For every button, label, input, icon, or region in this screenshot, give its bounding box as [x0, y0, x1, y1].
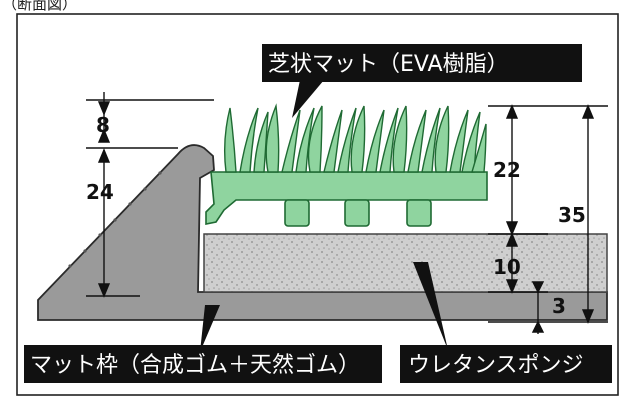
- frame-grip-nubs: [68, 171, 162, 268]
- dim-10: 10: [493, 255, 521, 279]
- dim-24: 24: [86, 180, 114, 204]
- frame-label: マット枠（合成ゴム＋天然ゴム）: [30, 353, 360, 378]
- turf-label-box: [262, 44, 582, 82]
- diagram-border: [16, 13, 619, 396]
- dim-8: 8: [96, 113, 110, 137]
- sponge-label-pointer: [413, 262, 448, 350]
- turf-label: 芝状マット（EVA樹脂）: [268, 52, 509, 77]
- frame-label-box: [24, 345, 382, 383]
- sponge-label: ウレタンスポンジ: [408, 353, 584, 378]
- turf-label-pointer: [292, 80, 324, 118]
- frame-label-pointer: [200, 305, 220, 352]
- turf-foot: [406, 199, 432, 227]
- dim-3: 3: [552, 294, 566, 318]
- turf-foot: [284, 199, 310, 227]
- sponge-label-box: [400, 345, 612, 383]
- dimension-lines: [86, 92, 608, 334]
- dim-22: 22: [493, 158, 521, 182]
- urethane-sponge: [203, 233, 608, 293]
- dim-35: 35: [558, 203, 586, 227]
- turf-blades: [223, 103, 487, 173]
- turf-mat: [205, 103, 488, 227]
- turf-foot: [344, 199, 370, 227]
- section-heading: （断面図）: [2, 0, 77, 13]
